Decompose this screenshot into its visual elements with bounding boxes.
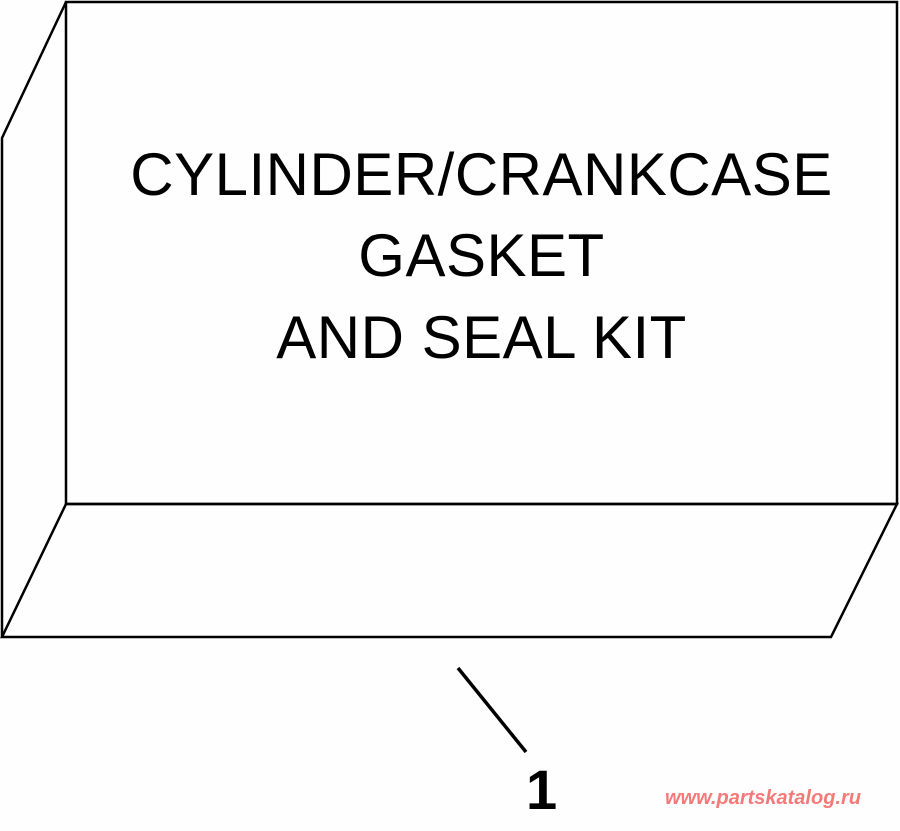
- kit-label-line-2: GASKET: [358, 222, 605, 289]
- callout-leader-line: [456, 666, 528, 754]
- box-left-face: [0, 1, 68, 637]
- callout-number: 1: [526, 758, 558, 821]
- kit-label-line-1: CYLINDER/CRANKCASE: [130, 141, 833, 208]
- kit-label-line-3: AND SEAL KIT: [276, 304, 687, 371]
- box-bottom-face: [0, 502, 900, 639]
- watermark-link[interactable]: www.partskatalog.ru: [665, 787, 861, 809]
